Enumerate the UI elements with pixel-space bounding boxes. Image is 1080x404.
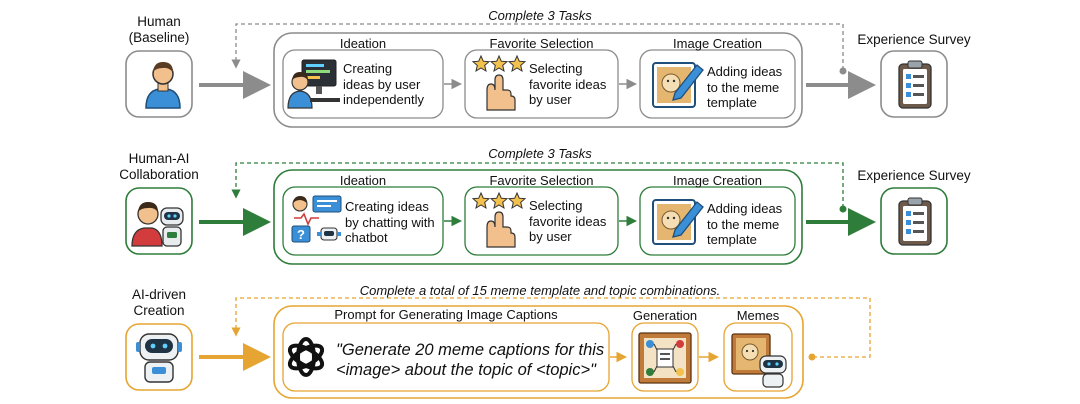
desc-line: Adding ideas (707, 201, 783, 216)
desc-line: ideas by user (343, 76, 421, 92)
desc-line: Adding ideas (707, 64, 783, 79)
row1-loop-arrow (231, 23, 844, 70)
chat-with-bot-icon: ? (291, 195, 342, 243)
row2-actor-subtitle: Collaboration (119, 167, 199, 182)
star-select-icon (471, 191, 527, 248)
row2-stage3-title: Image Creation (673, 173, 762, 188)
desc-line: by user (529, 229, 572, 244)
desc-line: Selecting (529, 61, 583, 76)
row1-loop-label: Complete 3 Tasks (488, 8, 592, 23)
robot-icon (136, 333, 182, 383)
row2-loop-arrow (231, 162, 844, 208)
row1-stage3-title: Image Creation (673, 36, 762, 51)
row3-prompt-text: "Generate 20 meme captions for this <ima… (336, 340, 604, 380)
row2-end-label: Experience Survey (857, 168, 971, 183)
row1-stage1-desc: Creating ideas by user independently (343, 61, 424, 108)
row2-stage3-desc: Adding ideas to the meme template (707, 201, 782, 248)
prompt-line: "Generate 20 meme captions for this (336, 341, 605, 359)
prompt-line: <image> about the topic of <topic>" (336, 361, 596, 379)
clipboard-icon (898, 197, 932, 246)
row2-stage2-title: Favorite Selection (489, 173, 594, 188)
row2-stage1-desc: Creating ideas by chatting with chatbot (345, 199, 435, 246)
row3-prompt-box (282, 322, 610, 392)
row3-actor-subtitle: Creation (133, 303, 185, 318)
meme-edit-icon (652, 199, 704, 245)
desc-line: Selecting (529, 198, 583, 213)
star-select-icon (471, 54, 527, 111)
desc-line: by user (529, 92, 572, 107)
row3-memes-label: Memes (736, 308, 780, 323)
row2-actor-name: Human-AI (128, 151, 190, 166)
desc-line: to the meme (707, 79, 780, 95)
person-at-computer-icon (287, 59, 340, 109)
desc-line: template (707, 95, 757, 110)
desc-line: favorite ideas (529, 213, 607, 229)
row1-stage1-title: Ideation (339, 36, 387, 51)
desc-line: Creating ideas (345, 199, 429, 214)
human-robot-icon (131, 202, 184, 247)
row3-generation-label: Generation (632, 308, 698, 323)
row2-stage2-desc: Selecting favorite ideas by user (529, 198, 606, 245)
row2-loop-start-dot (839, 205, 847, 213)
desc-line: chatbot (345, 230, 388, 245)
meme-robot-icon (731, 333, 787, 388)
row1-stage3-desc: Adding ideas to the meme template (707, 64, 782, 111)
desc-line: to the meme (707, 216, 780, 232)
openai-logo-icon (287, 337, 325, 377)
svg-text:?: ? (297, 227, 305, 242)
clipboard-icon (898, 60, 932, 109)
row1-stage2-title: Favorite Selection (489, 36, 594, 51)
person-icon (145, 62, 181, 109)
row2-loop-label: Complete 3 Tasks (488, 146, 592, 161)
row3-loop-start-dot (808, 353, 816, 361)
row1-actor-subtitle: (Baseline) (128, 30, 190, 45)
desc-line: favorite ideas (529, 76, 607, 92)
row3-loop-label: Complete a total of 15 meme template and… (359, 283, 721, 298)
row2-stage1-title: Ideation (339, 173, 387, 188)
meme-edit-icon (652, 62, 704, 108)
row1-stage2-desc: Selecting favorite ideas by user (529, 61, 606, 108)
process-icon (638, 332, 692, 384)
row3-actor-name: AI-driven (131, 287, 187, 302)
row3-loop-arrow (231, 297, 871, 358)
desc-line: Creating (343, 61, 393, 76)
row1-end-label: Experience Survey (857, 32, 971, 47)
row3-prompt-title: Prompt for Generating Image Captions (334, 307, 558, 322)
desc-line: independently (343, 92, 424, 107)
row1-loop-start-dot (839, 67, 847, 75)
row1-actor-name: Human (137, 14, 181, 29)
desc-line: template (707, 232, 757, 247)
desc-line: by chatting with (345, 214, 435, 230)
